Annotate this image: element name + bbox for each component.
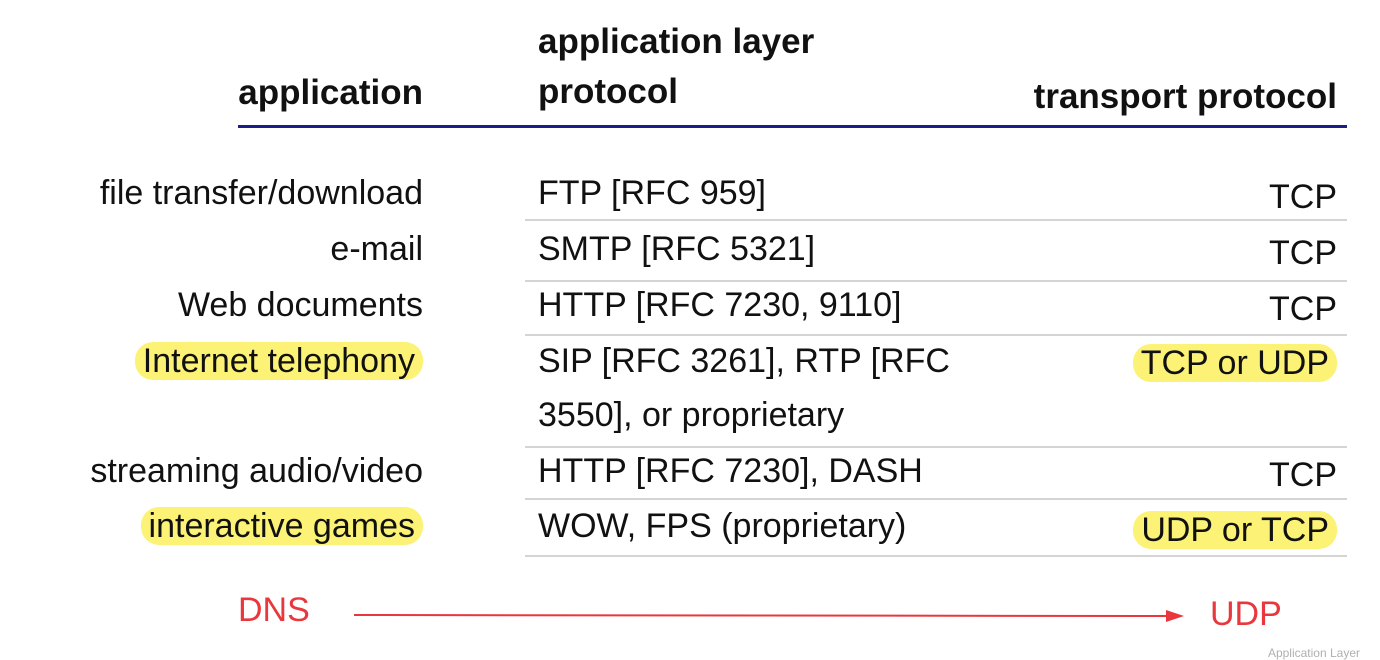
row-1-transport-text: TCP	[1269, 234, 1337, 272]
row-3-transport: TCP or UDP	[1132, 336, 1337, 390]
column-header-application: application	[238, 73, 423, 112]
row-2-transport-text: TCP	[1269, 290, 1337, 328]
row-4-application: streaming audio/video	[90, 444, 423, 498]
column-header-transport: transport protocol	[1033, 77, 1337, 116]
row-3-protocol: SIP [RFC 3261], RTP [RFC 3550], or propr…	[538, 342, 950, 434]
row-0-transport: TCP	[1269, 170, 1337, 224]
annotation-arrow-head	[1166, 610, 1184, 622]
annotation-dns-label: DNS	[238, 591, 310, 629]
row-0-application-text: file transfer/download	[99, 174, 423, 212]
row-5-transport-highlight: UDP or TCP	[1133, 511, 1337, 549]
annotation-udp-label: UDP	[1210, 595, 1282, 633]
row-3-application-highlight: Internet telephony	[134, 342, 423, 380]
column-header-protocol: application layer protocol	[538, 22, 815, 111]
row-2-transport: TCP	[1269, 282, 1337, 336]
row-divider	[525, 280, 1347, 282]
row-divider	[525, 334, 1347, 336]
annotation-arrow-line	[354, 614, 1167, 617]
row-0-transport-text: TCP	[1269, 178, 1337, 216]
row-5-application-highlight: interactive games	[140, 507, 423, 545]
row-4-transport-text: TCP	[1269, 456, 1337, 494]
row-1-application: e-mail	[330, 222, 423, 276]
row-divider	[525, 498, 1347, 500]
row-4-transport: TCP	[1269, 448, 1337, 502]
row-2-application-text: Web documents	[177, 286, 423, 324]
row-divider	[525, 446, 1347, 448]
row-5-transport: UDP or TCP	[1133, 503, 1337, 557]
row-4-application-text: streaming audio/video	[90, 452, 423, 490]
header-rule	[238, 125, 1347, 128]
row-1-transport: TCP	[1269, 226, 1337, 280]
row-0-protocol: FTP [RFC 959]	[538, 174, 766, 212]
page-footer-mark: Application Layer	[1267, 646, 1360, 660]
row-3-application: Internet telephony	[134, 334, 423, 388]
row-0-application: file transfer/download	[100, 166, 423, 220]
row-1-protocol: SMTP [RFC 5321]	[538, 230, 816, 268]
row-5-application: interactive games	[140, 499, 423, 553]
row-2-protocol: HTTP [RFC 7230, 9110]	[538, 286, 902, 324]
row-2-application: Web documents	[178, 278, 423, 332]
row-1-application-text: e-mail	[330, 230, 423, 268]
row-5-protocol: WOW, FPS (proprietary)	[538, 507, 907, 545]
row-divider	[525, 555, 1347, 557]
row-divider	[525, 219, 1347, 221]
row-3-transport-highlight: TCP or UDP	[1132, 344, 1337, 382]
annotation-arrow	[354, 610, 1184, 622]
row-4-protocol: HTTP [RFC 7230], DASH	[538, 452, 923, 490]
